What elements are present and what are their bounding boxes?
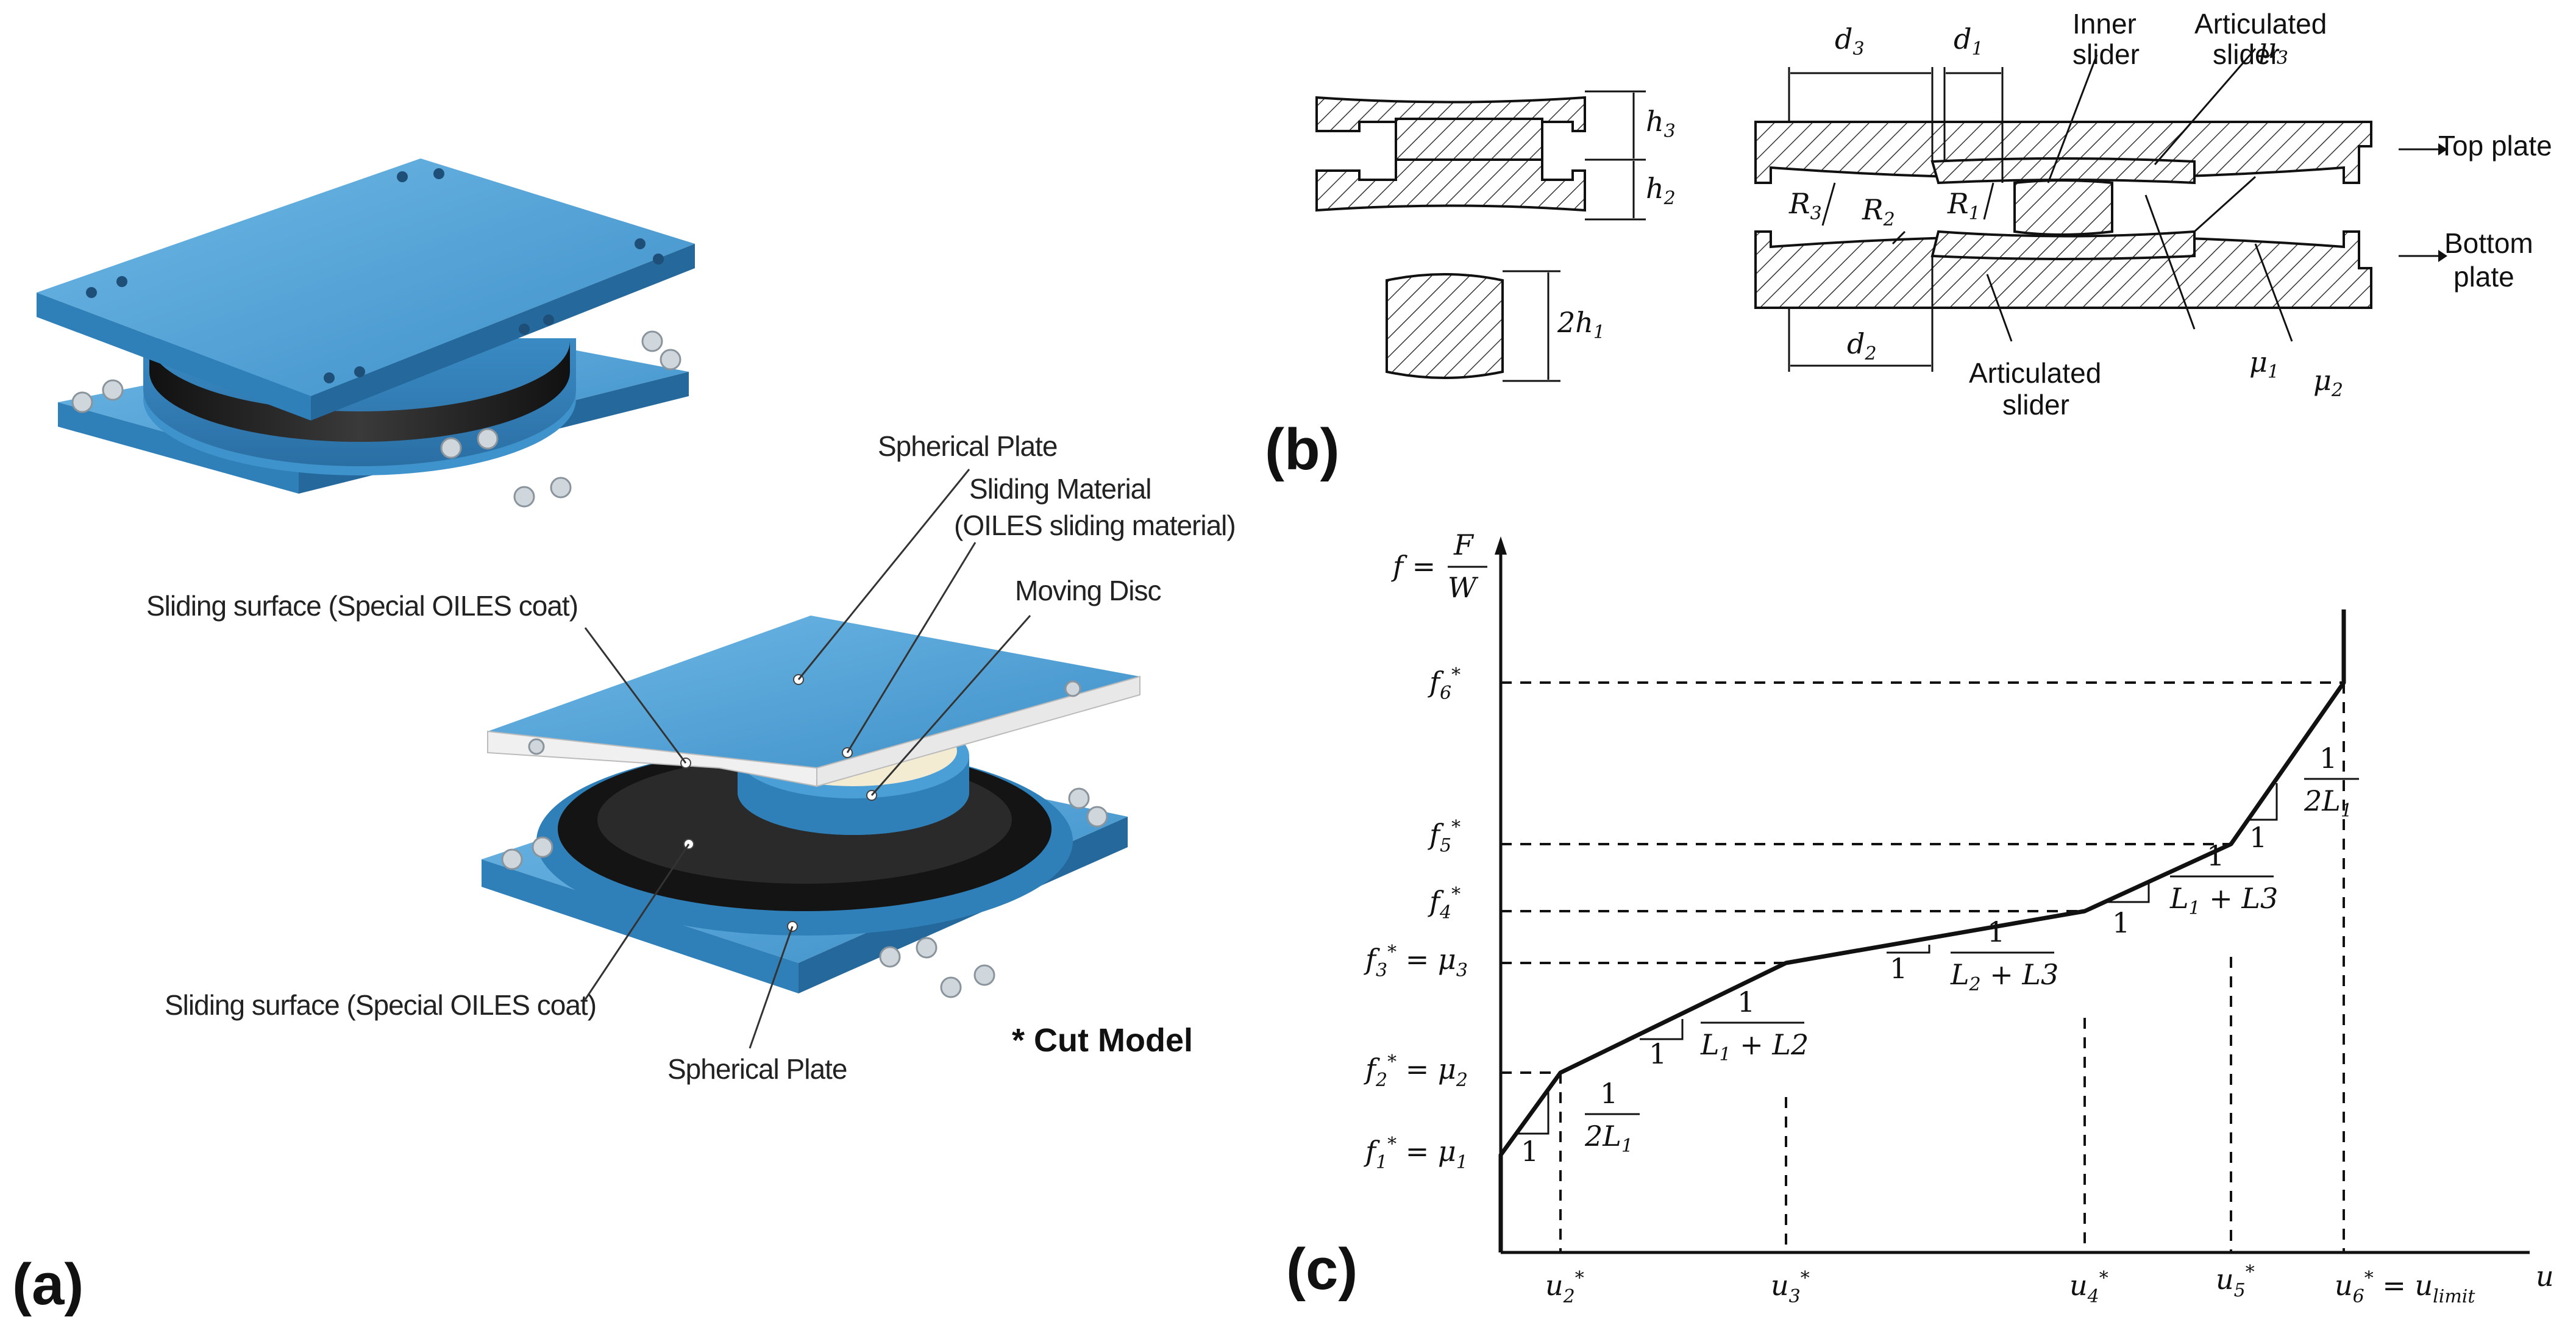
y-tick-label-2: f4* <box>1428 884 1461 923</box>
assembled-bearing-illustration <box>37 158 695 508</box>
slope-annotation-3: 1 1 L1 + L3 <box>2106 839 2278 939</box>
slope-triangle-0 <box>1518 1091 1550 1135</box>
slope-numerator-2: 1 <box>1987 915 2005 948</box>
x-tick-labels: u2* u3* u4* u5* u6* = ulimit <box>1545 1262 2475 1307</box>
cut-model-label: * Cut Model <box>1012 1022 1193 1059</box>
slope-triangle-3 <box>2106 884 2150 903</box>
d3-label: d3 <box>1835 23 1865 60</box>
bottom-plate-label-line2: plate <box>2453 261 2514 293</box>
slope-annotation-4: 1 1 2L1 <box>2249 742 2359 854</box>
mu1-label: μ1 <box>2249 346 2279 383</box>
top-plate-label: Top plate <box>2438 130 2552 162</box>
y-axis-arrow <box>1495 536 1507 555</box>
spherical-plate-top-label: Spherical Plate <box>878 430 1057 462</box>
bottom-plate-label-line1: Bottom <box>2444 227 2533 259</box>
panel-label-c: (c) <box>1286 1237 1357 1302</box>
panel-a: Spherical Plate Sliding Material (OILES … <box>12 158 1236 1317</box>
slope-denominator-3: L1 + L3 <box>2169 882 2278 919</box>
articulated-slider-top-line2: slider <box>2213 38 2280 70</box>
slope-numerator-3: 1 <box>2207 839 2224 872</box>
x-tick-label-1: u3* <box>1771 1268 1810 1307</box>
panel-label-b: (b) <box>1265 417 1340 482</box>
R1-label: R1 <box>1947 187 1980 224</box>
slope-denominator-0: 2L1 <box>1584 1120 1633 1157</box>
panel-c-axes <box>1499 552 2530 1254</box>
sliding-surface-top-label: Sliding surface (Special OILES coat) <box>146 590 578 622</box>
h3-label: h3 <box>1646 105 1676 142</box>
slope-numerator-4: 1 <box>2319 742 2337 775</box>
panel-label-a: (a) <box>12 1252 84 1317</box>
slope-numerator-1: 1 <box>1737 986 1755 1018</box>
slope-run-1: 1 <box>1649 1037 1667 1070</box>
slope-denominator-2: L2 + L3 <box>1950 958 2058 995</box>
slope-triangle-4 <box>2249 783 2278 821</box>
h1-label: 2h1 <box>1557 306 1605 343</box>
cut-model-illustration <box>482 616 1140 998</box>
x-tick-label-0: u2* <box>1545 1268 1584 1307</box>
h2-label: h2 <box>1646 172 1676 209</box>
sliding-material-sub-label: (OILES sliding material) <box>954 510 1236 541</box>
y-axis-title: f = <box>1391 550 1436 583</box>
articulated-slider-bottom-line1: Articulated <box>1969 357 2101 389</box>
inner-slider-label-line1: Inner <box>2073 8 2137 40</box>
y-tick-label-1: f5* <box>1428 817 1461 856</box>
y-tick-label-3: f3* = μ3 <box>1364 942 1468 981</box>
moving-disc-label: Moving Disc <box>1015 575 1161 606</box>
y-axis-title-denominator: W <box>1448 571 1479 604</box>
slope-denominator-1: L1 + L2 <box>1700 1028 1809 1065</box>
slope-triangle-2 <box>1887 945 1930 954</box>
panel-b: h3 h2 2h1 <box>1265 8 2552 482</box>
slope-denominator-4: 2L1 <box>2304 784 2352 822</box>
x-tick-label-3: u5* <box>2216 1262 2255 1301</box>
slope-numerator-0: 1 <box>1600 1077 1618 1110</box>
y-axis-title-numerator: F <box>1453 528 1475 561</box>
inner-slider-label-line2: slider <box>2073 38 2140 70</box>
dimension-lines-left <box>1503 90 1646 382</box>
articulated-slider-bottom-line2: slider <box>2002 389 2069 421</box>
slope-run-2: 1 <box>1890 952 1907 985</box>
slope-run-3: 1 <box>2112 906 2130 939</box>
panel-a-leader-lines <box>584 469 1031 1049</box>
mu2-label: μ2 <box>2313 364 2343 401</box>
mu3-label: μ3 <box>2258 32 2288 69</box>
panel-c: f = F W u f6* f5* f4* f3* = μ3 f2* = μ2 f1* =… <box>1286 528 2554 1307</box>
x-tick-label-4: u6* = ulimit <box>2335 1268 2475 1307</box>
x-axis-title: u <box>2536 1260 2554 1293</box>
y-tick-labels: f6* f5* f4* f3* = μ3 f2* = μ2 f1* = μ1 <box>1364 664 1468 1173</box>
slope-run-0: 1 <box>1521 1135 1539 1168</box>
x-tick-label-2: u4* <box>2069 1268 2108 1307</box>
slope-annotation-0: 1 1 2L1 <box>1518 1077 1640 1168</box>
section-dimension-lines <box>1788 48 2438 372</box>
slope-annotation-1: 1 1 L1 + L2 <box>1640 986 1809 1070</box>
slope-annotation-2: 1 1 L2 + L3 <box>1887 915 2058 995</box>
y-tick-label-4: f2* = μ2 <box>1364 1051 1468 1091</box>
force-displacement-backbone <box>1498 609 2346 1252</box>
spherical-plate-bottom-label: Spherical Plate <box>667 1053 847 1085</box>
sliding-surface-bottom-label: Sliding surface (Special OILES coat) <box>165 989 596 1021</box>
sliding-material-label: Sliding Material <box>969 473 1151 505</box>
dashed-guides <box>1501 681 2345 1252</box>
y-tick-label-0: f6* <box>1428 664 1461 704</box>
R2-label: R2 <box>1862 193 1895 230</box>
slope-triangle-1 <box>1640 1019 1684 1040</box>
slider-exploded-parts <box>1315 96 1586 379</box>
R3-label: R3 <box>1788 187 1822 224</box>
d1-label: d1 <box>1954 23 1984 60</box>
y-tick-label-5: f1* = μ1 <box>1364 1134 1468 1173</box>
articulated-slider-top-line1: Articulated <box>2194 8 2327 40</box>
bearing-section <box>1754 121 2372 309</box>
d2-label: d2 <box>1847 327 1877 364</box>
slope-run-4: 1 <box>2249 821 2267 854</box>
